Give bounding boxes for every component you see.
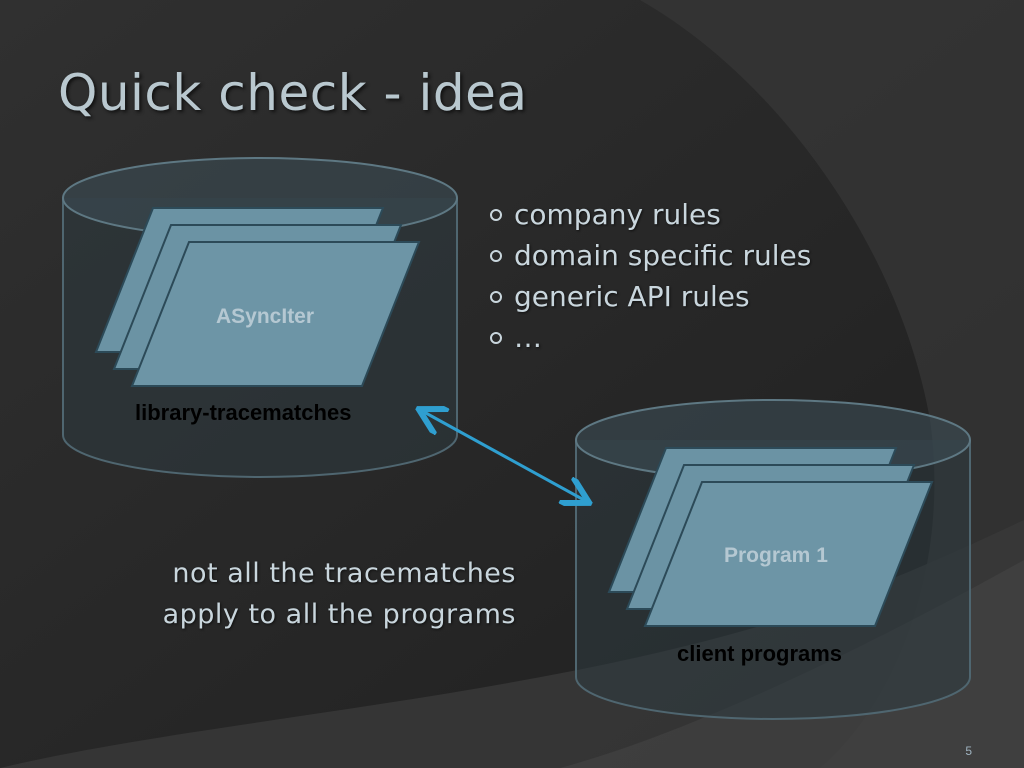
client-db-caption: client programs	[677, 641, 843, 666]
bullet-item: generic API rules	[490, 276, 811, 317]
client-document-stack	[607, 447, 934, 627]
rules-bullet-list: company rules domain specific rules gene…	[490, 194, 811, 358]
library-document-stack	[94, 207, 421, 387]
bullet-item: company rules	[490, 194, 811, 235]
circle-bullet-icon	[490, 249, 502, 262]
circle-bullet-icon	[490, 208, 502, 221]
slide-title: Quick check - idea	[58, 64, 528, 122]
double-headed-arrow	[424, 412, 584, 500]
note-text: not all the tracematches apply to all th…	[163, 553, 516, 635]
bullet-item: domain specific rules	[490, 235, 811, 276]
note-line: not all the tracematches	[172, 558, 516, 589]
circle-bullet-icon	[490, 331, 502, 344]
library-db-caption: library-tracematches	[135, 400, 352, 425]
library-doc-label: ASyncIter	[216, 305, 315, 328]
bullet-item: …	[490, 317, 811, 358]
client-doc-label: Program 1	[724, 544, 828, 567]
slide-number: 5	[965, 744, 972, 758]
note-line: apply to all the programs	[162, 599, 516, 630]
circle-bullet-icon	[490, 290, 502, 303]
